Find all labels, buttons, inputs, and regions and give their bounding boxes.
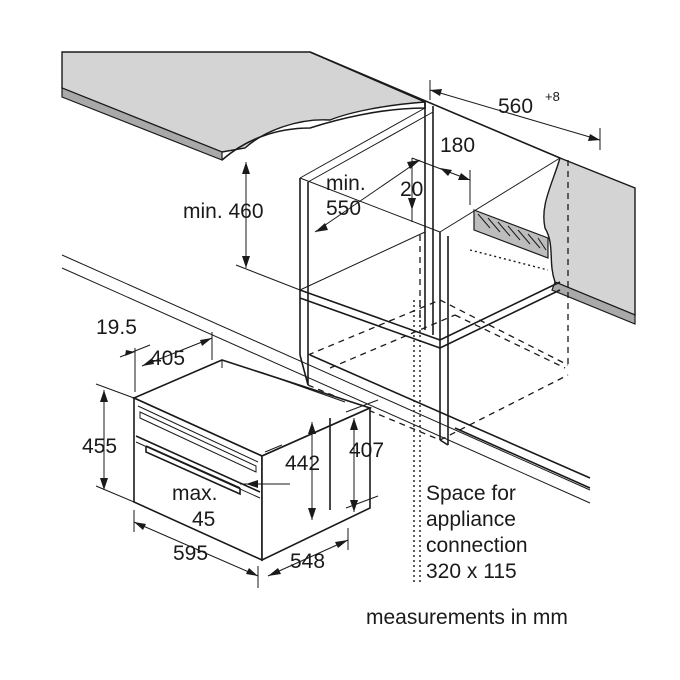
dim-560-label: 560 [498,95,533,118]
dim-405-label: 405 [150,347,185,370]
connection-note-line3: connection [426,534,528,557]
dim-407-label: 407 [349,439,384,462]
connection-note-line2: appliance [426,508,516,531]
dim-20 [408,158,416,222]
dim-19-5-label: 19.5 [96,316,137,339]
dim-442 [264,422,316,520]
units-note: measurements in mm [366,606,568,629]
dim-595-label: 595 [173,542,208,565]
dim-min550-line2: 550 [326,197,361,220]
dim-405 [141,332,213,367]
dim-min550 [314,159,421,233]
dim-min460-label: min. 460 [183,200,264,223]
dim-455 [95,383,135,503]
worktop [61,51,426,161]
niche-carcass [299,51,561,446]
dim-min550-line1: min. [326,172,366,195]
dim-max45 [240,480,290,488]
dim-548 [267,528,349,577]
dim-560-tolerance: +8 [545,89,560,104]
right-cabinet [543,157,636,325]
connection-note-line4: 320 x 115 [426,560,517,583]
dim-560 [429,80,601,150]
dim-180-label: 180 [440,134,475,157]
floor-lines [61,254,591,504]
dim-max45-line2: 45 [192,508,215,531]
dim-max45-line1: max. [172,482,218,505]
dim-442-label: 442 [285,452,320,475]
dim-20-label: 20 [400,178,423,201]
appliance [132,359,373,562]
dim-180 [411,157,471,205]
dim-407 [345,399,379,512]
dim-595 [133,510,259,588]
dim-min460 [235,162,301,291]
dim-19-5 [119,344,151,392]
installation-envelope [307,160,569,441]
dim-455-label: 455 [82,435,117,458]
connection-space [413,209,549,585]
connection-note-line1: Space for [426,482,516,505]
dim-548-label: 548 [290,550,325,573]
